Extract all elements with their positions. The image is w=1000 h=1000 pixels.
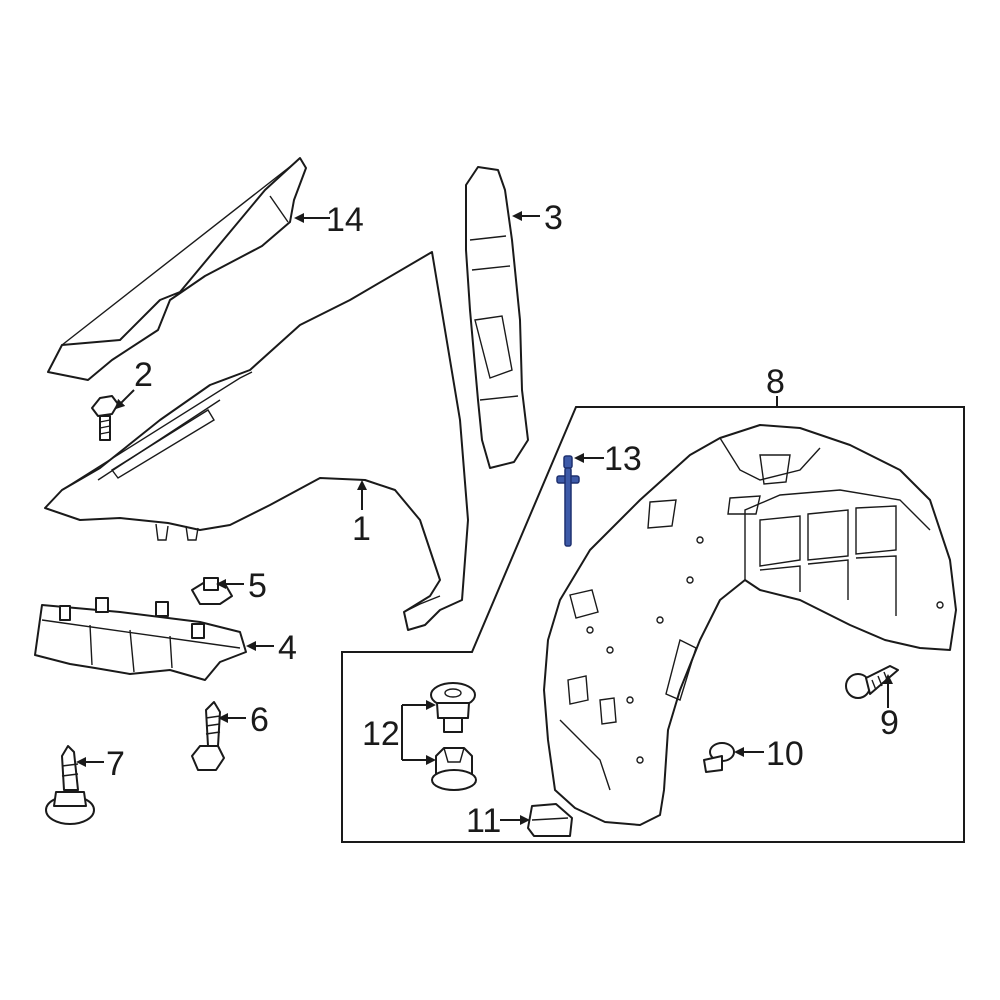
callout-5: 5 xyxy=(248,567,267,605)
bolt-2[interactable] xyxy=(91,395,119,441)
fender-bracket[interactable] xyxy=(34,597,247,681)
wheelhouse-liner[interactable] xyxy=(543,424,957,826)
callout-12: 12 xyxy=(362,715,400,753)
callout-2: 2 xyxy=(134,356,153,394)
retainer-11[interactable] xyxy=(527,803,573,837)
push-pin-10[interactable] xyxy=(703,742,735,773)
push-clip-12a[interactable] xyxy=(430,682,476,733)
front-fender[interactable] xyxy=(44,251,469,631)
screw-6[interactable] xyxy=(191,701,225,771)
callout-4: 4 xyxy=(278,629,297,667)
callout-7: 7 xyxy=(106,745,125,783)
callout-11: 11 xyxy=(466,802,501,840)
callout-8: 8 xyxy=(766,363,785,401)
fender-molding[interactable] xyxy=(47,157,307,381)
callout-9: 9 xyxy=(880,704,899,742)
callout-14: 14 xyxy=(326,201,364,239)
fender-insulator[interactable] xyxy=(465,166,529,469)
screw-9[interactable] xyxy=(845,665,899,699)
push-clip-12b[interactable] xyxy=(431,747,477,791)
liner-group-box xyxy=(341,406,965,843)
callout-6: 6 xyxy=(250,701,269,739)
bolt-7[interactable] xyxy=(45,745,95,825)
callout-1: 1 xyxy=(352,510,371,548)
clip-nut-5[interactable] xyxy=(191,577,233,605)
callout-3: 3 xyxy=(544,199,563,237)
callout-13: 13 xyxy=(604,440,642,478)
callout-10: 10 xyxy=(766,735,804,773)
rivet-13[interactable] xyxy=(556,455,580,547)
